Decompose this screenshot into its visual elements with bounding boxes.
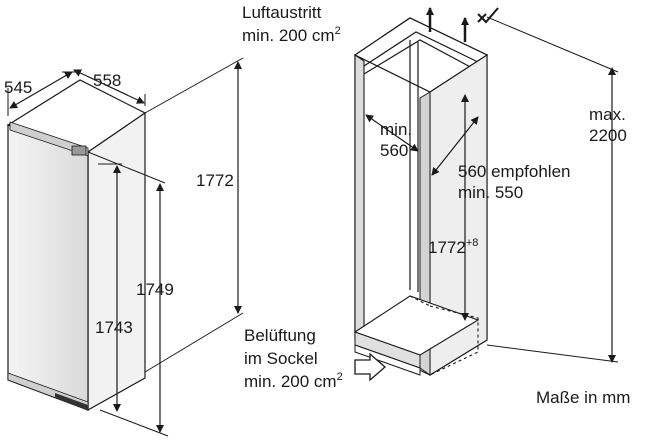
- air-outlet-label-line1: Luftaustritt: [242, 3, 322, 22]
- niche-depth-line1: 560 empfohlen: [458, 162, 570, 181]
- fridge-drawing: [6, 79, 147, 412]
- ventilation-arrow: [354, 352, 386, 382]
- vent-label-line1: Belüftung: [244, 326, 316, 345]
- air-outlet-label-line2: min. 200 cm2: [242, 25, 341, 45]
- air-outlet-arrows: [426, 7, 499, 42]
- niche-height-label: 1772+8: [428, 237, 478, 257]
- niche-max-height-line2: 2200: [589, 126, 627, 145]
- fridge-height-door-label: 1743: [95, 318, 133, 337]
- niche-width-min-line2: 560: [380, 141, 408, 160]
- niche-drawing: [353, 17, 489, 376]
- vent-label-line2: im Sockel: [244, 349, 318, 368]
- niche-depth-line2: min. 550: [458, 183, 523, 202]
- fridge-depth-label: 545: [4, 78, 32, 97]
- fridge-height-total-label: 1772: [196, 171, 234, 190]
- niche-max-height-line1: max.: [589, 105, 626, 124]
- fridge-height-door-top-label: 1749: [136, 280, 174, 299]
- fridge-width-label: 558: [93, 71, 121, 90]
- vent-label-line3: min. 200 cm2: [244, 371, 343, 391]
- fridge-dimensions: [7, 57, 244, 437]
- units-note: Maße in mm: [536, 388, 630, 407]
- niche-dimensions: [365, 16, 619, 363]
- niche-width-min-line1: min.: [380, 120, 412, 139]
